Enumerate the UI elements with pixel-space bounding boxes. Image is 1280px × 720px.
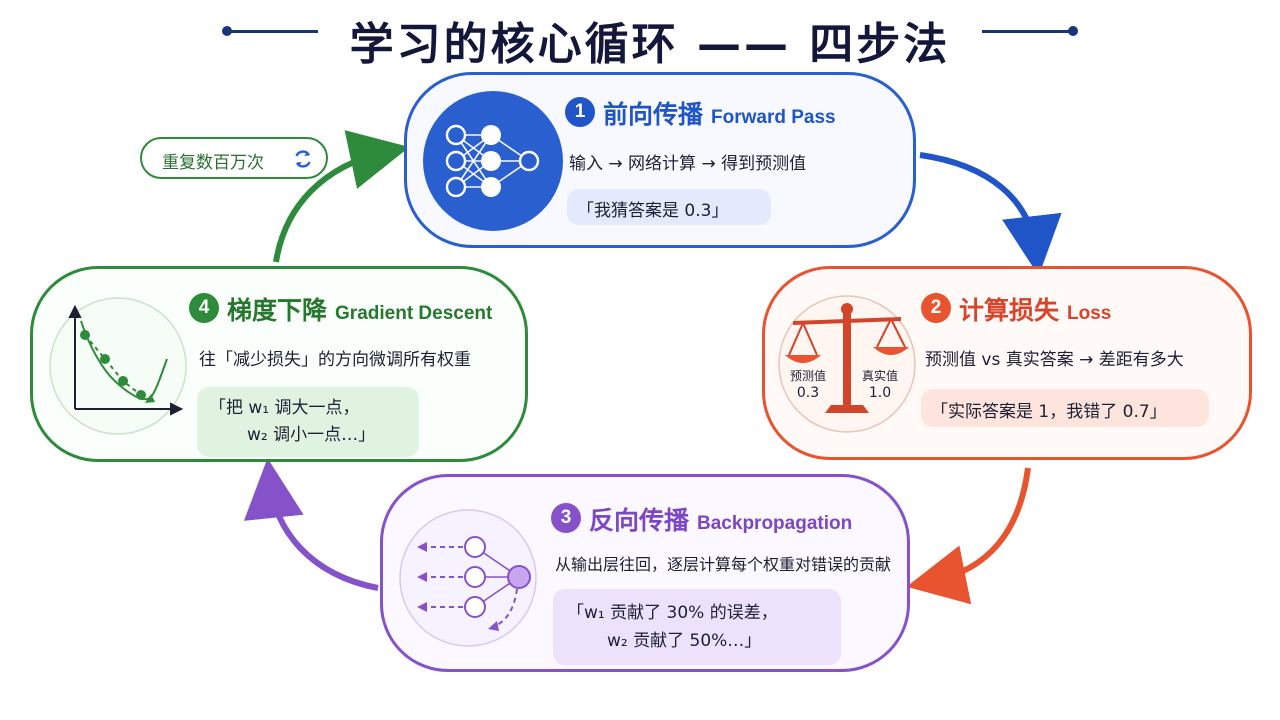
step-quote-line-1: 「把 w₁ 调大一点，	[209, 398, 360, 418]
page-title: 学习的核心循环 —— 四步法	[349, 19, 951, 70]
step-description: 输入 → 网络计算 → 得到预测值	[569, 154, 807, 174]
scale-left-label: 预测值	[789, 369, 826, 383]
step-number-badge: 3	[551, 503, 581, 533]
step-heading: 梯度下降 Gradient Descent	[227, 291, 492, 327]
step-heading: 前向传播 Forward Pass	[603, 95, 836, 131]
title-bar: 学习的核心循环 —— 四步法	[0, 0, 1280, 70]
repeat-badge-label: 重复数百万次	[162, 153, 264, 173]
step-forward-pass-card: 1 前向传播 Forward Pass 输入 → 网络计算 → 得到预测值 「我猜…	[404, 72, 916, 248]
step-quote: 「实际答案是 1，我错了 0.7」	[921, 389, 1209, 427]
arrow-descent-to-forward	[273, 130, 410, 263]
step-quote: 「把 w₁ 调大一点， w₂ 调小一点…」	[197, 387, 419, 457]
step-number-badge: 4	[189, 293, 219, 323]
step-number-badge: 1	[565, 97, 595, 127]
descent-curve-icon	[49, 297, 187, 435]
step-title-zh: 前向传播	[603, 100, 704, 129]
step-quote-text: 「我猜答案是 0.3」	[577, 201, 729, 221]
step-title-zh: 梯度下降	[227, 296, 328, 325]
arrow-forward-to-loss	[919, 152, 1062, 276]
step-title-zh: 计算损失	[959, 296, 1060, 325]
step-title-en: Gradient Descent	[335, 303, 493, 324]
step-quote: 「我猜答案是 0.3」	[567, 189, 771, 225]
scale-right-value: 1.0	[868, 385, 892, 401]
arrow-loss-to-backprop	[906, 467, 1031, 605]
scale-left-value: 0.3	[796, 385, 820, 401]
step-title-zh: 反向传播	[589, 506, 690, 535]
scale-right-label: 真实值	[861, 369, 898, 383]
balance-scale-icon	[778, 295, 916, 433]
step-backprop-card: 3 反向传播 Backpropagation 从输出层往回，逐层计算每个权重对错误…	[380, 474, 910, 672]
step-heading: 计算损失 Loss	[959, 291, 1111, 327]
step-title-en: Forward Pass	[711, 107, 836, 128]
step-heading: 反向传播 Backpropagation	[589, 501, 852, 537]
step-loss-card: 预测值 0.3 真实值 1.0 2 计算损失 Loss 预测值 vs 真实答案 →…	[762, 266, 1252, 460]
arrow-backprop-to-descent	[243, 458, 379, 591]
repeat-badge: 重复数百万次	[140, 137, 328, 179]
title-rule-right	[982, 30, 1070, 33]
title-dot-left	[222, 26, 232, 36]
step-description: 预测值 vs 真实答案 → 差距有多大	[925, 350, 1184, 370]
refresh-icon	[295, 150, 311, 168]
backprop-network-icon	[399, 509, 537, 647]
step-quote-line-2: w₂ 调小一点…」	[247, 425, 376, 445]
step-description: 往「减少损失」的方向微调所有权重	[199, 350, 471, 370]
step-number-badge: 2	[921, 293, 951, 323]
step-title-en: Backpropagation	[697, 513, 853, 534]
title-rule-left	[230, 30, 318, 33]
step-quote: 「w₁ 贡献了 30% 的误差， w₂ 贡献了 50%…」	[553, 589, 841, 665]
title-dot-right	[1068, 26, 1078, 36]
neural-network-icon	[423, 91, 563, 231]
step-description: 从输出层往回，逐层计算每个权重对错误的贡献	[555, 555, 892, 574]
step-quote-line-1: 「w₁ 贡献了 30% 的误差，	[567, 603, 778, 623]
step-quote-text: 「实际答案是 1，我错了 0.7」	[931, 402, 1167, 422]
step-title-en: Loss	[1067, 303, 1112, 324]
step-quote-line-2: w₂ 贡献了 50%…」	[607, 631, 762, 651]
